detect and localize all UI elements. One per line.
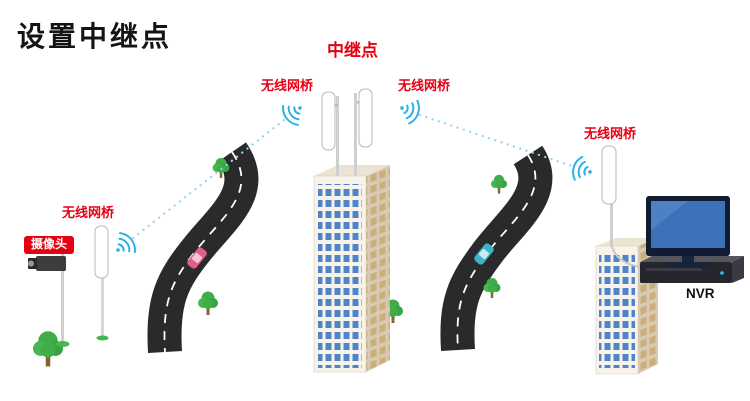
wireless-bridge-left [94,225,109,341]
monitor [646,196,730,268]
wireless-link-left [131,118,286,240]
road-left [144,140,262,354]
wireless-link-right [418,113,574,168]
wifi-signal-icon [569,154,597,185]
wifi-signal-icon [278,96,310,129]
camera-label-badge: 摄像头 [24,236,75,255]
tree-icon [491,174,507,194]
wireless-bridge-label-right: 无线网桥 [584,126,637,141]
wifi-signal-icon [108,229,140,262]
wireless-bridge-label-center-left: 无线网桥 [261,78,314,93]
page-title: 设置中继点 [17,21,173,52]
car-icon [187,247,207,269]
car-icon [474,243,494,265]
tree-icon [33,331,63,367]
wireless-bridge-label-left: 无线网桥 [62,205,115,220]
nvr-label: NVR [686,286,715,301]
tree-icon [198,291,218,315]
relay-building [313,88,390,373]
wifi-signal-icon [395,95,424,127]
relay-point-label: 中继点 [327,41,378,60]
wireless-bridge-label-center-right: 无线网桥 [398,78,451,93]
